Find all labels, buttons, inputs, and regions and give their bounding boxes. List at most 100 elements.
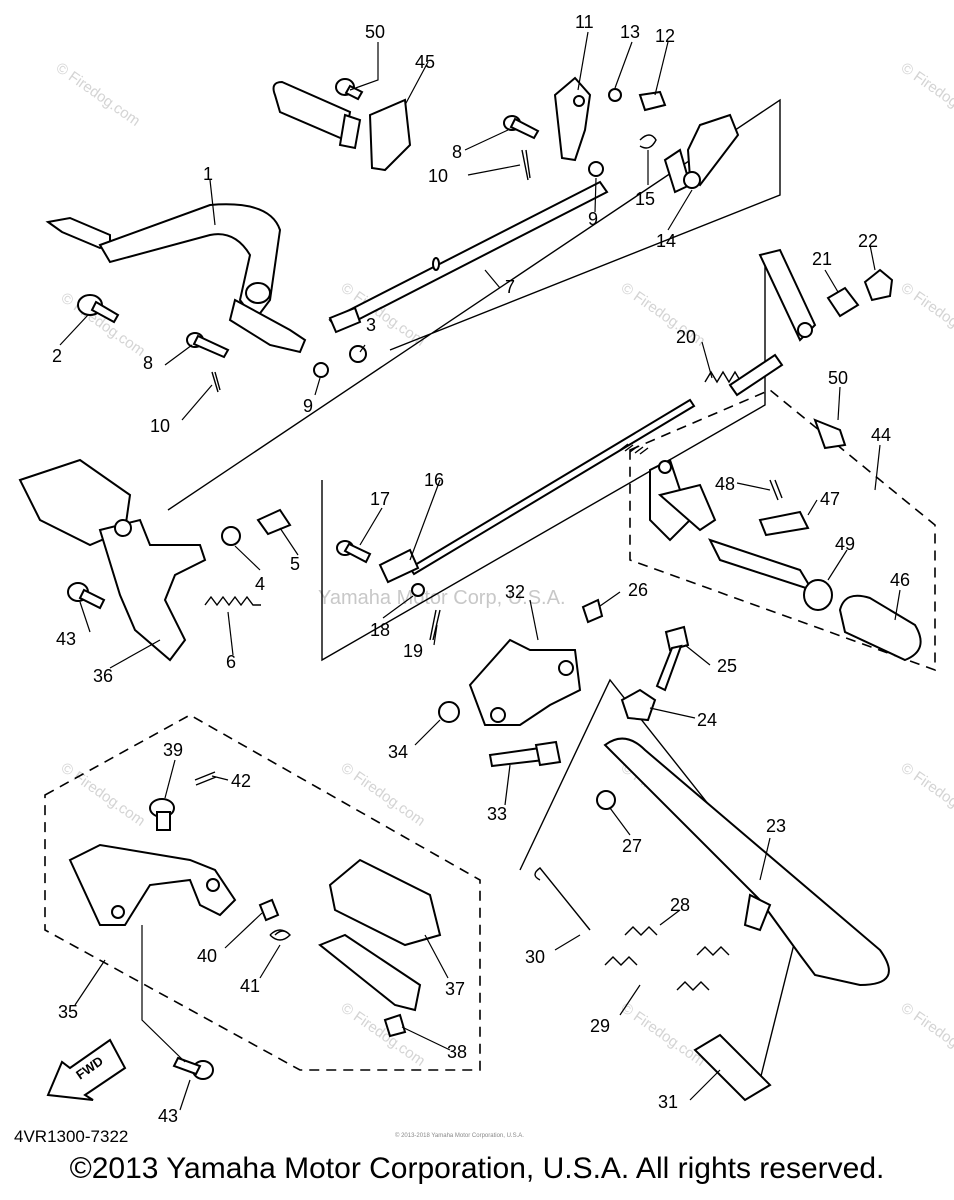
bolt-5 — [256, 508, 292, 536]
diagram-code: 4VR1300-7322 — [14, 1127, 129, 1146]
bolt-2 — [77, 294, 120, 324]
spacer-24 — [620, 688, 657, 722]
shift-rod-16 — [408, 398, 696, 576]
nut-27 — [596, 790, 616, 810]
callout-50: 50 — [828, 368, 848, 388]
callout-31: 31 — [658, 1092, 678, 1112]
pin-39 — [149, 798, 175, 831]
center-watermark: Yamaha Motor Corp, U.S.A. — [318, 587, 566, 609]
callout-17: 17 — [370, 489, 390, 509]
callout-43: 43 — [158, 1106, 178, 1126]
bolt-25 — [655, 625, 690, 692]
bushing-21 — [826, 286, 860, 318]
callout-34: 34 — [388, 742, 408, 762]
leader-lines — [59, 31, 901, 1111]
callout-50: 50 — [365, 22, 385, 42]
bushing-38 — [383, 1013, 407, 1038]
callout-40: 40 — [197, 946, 217, 966]
callout-20: 20 — [676, 327, 696, 347]
callout-38: 38 — [447, 1042, 467, 1062]
footrest-45 — [272, 80, 412, 172]
spring-41 — [269, 929, 291, 941]
bolt-22 — [863, 268, 894, 302]
bushing-26 — [581, 598, 604, 624]
watermark-text: © Firedog.com — [898, 59, 954, 129]
upper-frame — [167, 98, 781, 511]
callout-39: 39 — [163, 740, 183, 760]
callout-8: 8 — [143, 353, 153, 373]
cotter-pin-10 — [211, 371, 221, 393]
callout-24: 24 — [697, 710, 717, 730]
cotter-48 — [769, 479, 783, 501]
cotter-pin-10 — [521, 149, 531, 181]
tiny-copyright-notice: © 2013-2018 Yamaha Motor Corporation, U.… — [395, 1133, 524, 1139]
callout-41: 41 — [240, 976, 260, 996]
callout-44: 44 — [871, 425, 891, 445]
part-callouts: 50 45 11 13 12 8 10 1 9 15 14 22 21 7 2 … — [52, 12, 910, 1126]
brake-arm — [758, 248, 817, 342]
brake-rod-7 — [328, 180, 609, 334]
callout-10: 10 — [428, 166, 448, 186]
lever-11 — [553, 76, 592, 162]
rod-end — [378, 548, 420, 584]
callout-10: 10 — [150, 416, 170, 436]
cover-31 — [693, 1033, 772, 1102]
circlip-13 — [608, 88, 622, 102]
callout-42: 42 — [231, 771, 251, 791]
footrest-assembly-35-frame — [44, 714, 481, 1071]
callout-13: 13 — [620, 22, 640, 42]
nut-34 — [438, 701, 460, 723]
bracket-36 — [98, 518, 207, 662]
footrest-assembly-44-frame — [629, 389, 936, 672]
side-stand-23 — [603, 737, 890, 987]
callout-9: 9 — [303, 396, 313, 416]
spring-6 — [204, 595, 261, 607]
shaft-arm-14 — [663, 113, 740, 194]
callout-23: 23 — [766, 816, 786, 836]
brake-pedal — [45, 203, 307, 354]
washer-18 — [411, 583, 425, 597]
callout-27: 27 — [622, 836, 642, 856]
rod-thread — [619, 443, 649, 455]
spring-20 — [704, 370, 742, 384]
watermark-text: © Firedog.com — [338, 759, 429, 829]
callout-35: 35 — [58, 1002, 78, 1022]
collar-40 — [258, 898, 280, 922]
footrest-assembly-44 — [649, 458, 922, 662]
watermark-text: © Firedog.com — [53, 59, 144, 129]
callout-32: 32 — [505, 582, 525, 602]
spring-end — [728, 353, 784, 397]
callout-36: 36 — [93, 666, 113, 686]
callout-46: 46 — [890, 570, 910, 590]
washer-3 — [349, 345, 367, 363]
callout-45: 45 — [415, 52, 435, 72]
callout-37: 37 — [445, 979, 465, 999]
callout-8: 8 — [452, 142, 462, 162]
callout-15: 15 — [635, 189, 655, 209]
bolt-43 — [67, 582, 106, 610]
clip-15 — [639, 134, 657, 149]
watermark-text: © Firedog.com — [898, 759, 954, 829]
callout-16: 16 — [424, 470, 444, 490]
callout-4: 4 — [255, 574, 265, 594]
callout-33: 33 — [487, 804, 507, 824]
bolt-33 — [488, 740, 562, 768]
callout-29: 29 — [590, 1016, 610, 1036]
callout-43: 43 — [56, 629, 76, 649]
hook-30 — [534, 867, 591, 931]
callout-19: 19 — [403, 641, 423, 661]
cotter-42 — [194, 771, 217, 786]
footrest-bracket — [318, 933, 422, 1012]
callout-47: 47 — [820, 489, 840, 509]
bolt-50 — [335, 78, 364, 101]
callout-14: 14 — [656, 231, 676, 251]
watermark-text: © Firedog.com — [898, 999, 954, 1069]
pin-47 — [758, 510, 810, 537]
callout-9: 9 — [588, 209, 598, 229]
callout-11: 11 — [575, 12, 594, 32]
pin-8 — [186, 115, 540, 359]
callout-25: 25 — [717, 656, 737, 676]
bolt-12 — [638, 90, 667, 112]
callout-48: 48 — [715, 474, 735, 494]
washer-9 — [588, 161, 604, 177]
